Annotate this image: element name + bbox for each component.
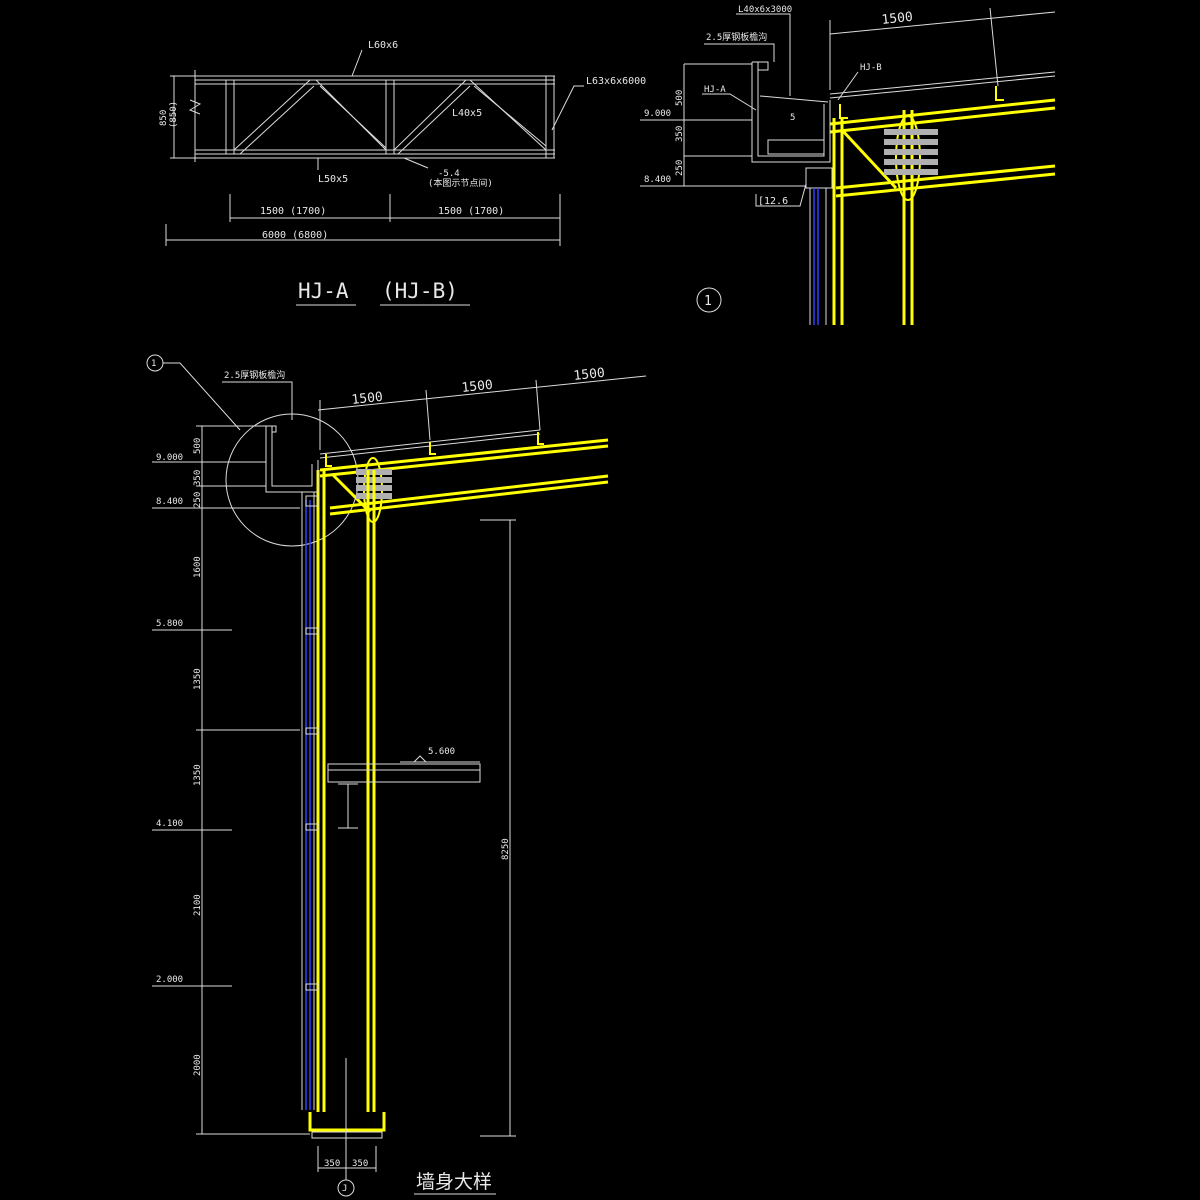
detail-top-angle: L40x6x3000 <box>738 5 792 15</box>
eave-detail: 1500 <box>640 5 1056 325</box>
floor-elevation: 5.600 <box>428 747 455 757</box>
detail-hjb: HJ-B <box>860 63 882 73</box>
wall-dim-1350a: 1350 <box>193 668 203 690</box>
gusset-label: -5.4 <box>438 169 460 179</box>
wall-dim-2000: 2000 <box>193 1054 203 1076</box>
elev-8400: 8.400 <box>156 497 183 507</box>
elev-5800: 5.800 <box>156 619 183 629</box>
wall-section: 1 2.5厚钢板檐沟 1500 1500 1500 <box>146 354 647 1197</box>
truss-title: HJ-A <box>298 279 349 303</box>
detail-dim-500: 500 <box>675 90 685 106</box>
span-dim-2: 1500 (1700) <box>438 206 504 217</box>
detail-purlin-dim: 1500 <box>881 10 914 28</box>
elev-4100: 4.100 <box>156 819 183 829</box>
wall-dim-1350b: 1350 <box>193 764 203 786</box>
detail-elev-bot: 8.400 <box>644 175 671 185</box>
wall-dim-1600: 1600 <box>193 556 203 578</box>
detail-dim-250: 250 <box>675 160 685 176</box>
web-label: L40x5 <box>452 108 482 119</box>
detail-hja: HJ-A <box>704 85 726 95</box>
gusset-note: (本图示节点间) <box>428 177 493 189</box>
wall-dim-350: 350 <box>193 470 203 486</box>
detail-plate: 2.5厚钢板檐沟 <box>706 31 767 43</box>
wall-total-height: 8250 <box>501 838 511 860</box>
base-dim-right: 350 <box>352 1159 368 1169</box>
end-member-label: L63x6x6000 <box>586 76 646 87</box>
detail-channel: [12.6 <box>758 196 788 207</box>
truss-elevation: 850 (850) L60x6 L40x5 L50x5 L63x6x6000 -… <box>159 40 646 306</box>
bolt-group <box>884 129 938 175</box>
elev-2000: 2.000 <box>156 975 183 985</box>
wall-title: 墙身大样 <box>416 1171 492 1193</box>
wall-purlin-2: 1500 <box>461 378 494 396</box>
span-dim-1: 1500 (1700) <box>260 206 326 217</box>
wall-callout-number: 1 <box>151 359 156 369</box>
truss-depth-label: 850 <box>159 110 169 126</box>
wall-purlin-1: 1500 <box>351 390 384 408</box>
wall-purlin-3: 1500 <box>573 366 606 384</box>
detail-dim-350: 350 <box>675 126 685 142</box>
wall-dim-2100: 2100 <box>193 894 203 916</box>
detail-elev-top: 9.000 <box>644 109 671 119</box>
detail-weld: 5 <box>790 113 795 123</box>
top-chord-label: L60x6 <box>368 40 398 51</box>
axis-label: J <box>342 1184 347 1194</box>
truss-title-alt: (HJ-B) <box>382 279 458 303</box>
wall-dim-250: 250 <box>193 492 203 508</box>
detail-circle-number: 1 <box>704 294 712 309</box>
truss-depth-alt: (850) <box>169 101 179 128</box>
elev-9000: 9.000 <box>156 453 183 463</box>
bottom-chord-label: L50x5 <box>318 174 348 185</box>
wall-plate-label: 2.5厚钢板檐沟 <box>224 369 285 381</box>
total-span-dim: 6000 (6800) <box>262 230 328 241</box>
wall-dim-500: 500 <box>193 438 203 454</box>
base-dim-left: 350 <box>324 1159 340 1169</box>
